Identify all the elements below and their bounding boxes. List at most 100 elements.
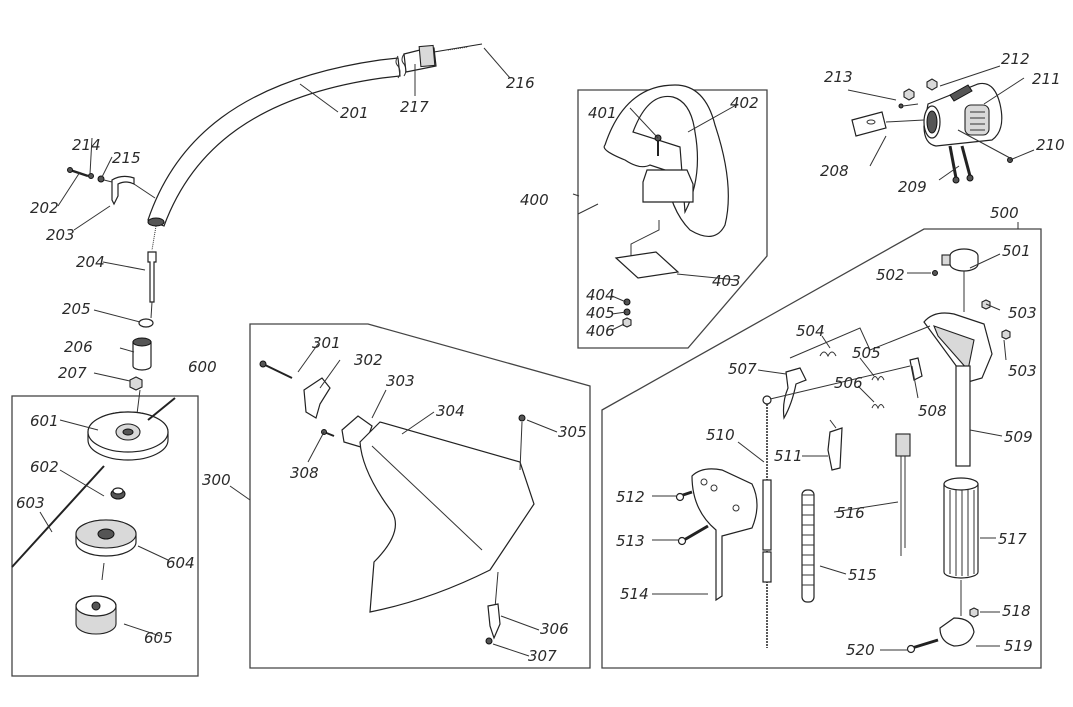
group-300-frame bbox=[249, 323, 591, 669]
label-510: 510 bbox=[706, 426, 735, 444]
label-506: 506 bbox=[834, 374, 863, 392]
part-517-grip bbox=[943, 483, 979, 579]
label-215: 215 bbox=[112, 149, 141, 167]
part-404-washer bbox=[623, 298, 631, 306]
part-504-spring bbox=[819, 351, 837, 358]
label-519: 519 bbox=[1004, 637, 1033, 655]
label-505: 505 bbox=[852, 344, 881, 362]
part-514-handle-plate bbox=[691, 468, 758, 602]
label-305: 305 bbox=[558, 423, 587, 441]
label-514: 514 bbox=[620, 585, 649, 603]
gear-head-group bbox=[851, 78, 1013, 184]
label-512: 512 bbox=[616, 488, 645, 506]
part-213-nut bbox=[903, 88, 915, 101]
label-511: 511 bbox=[774, 447, 803, 465]
label-205: 205 bbox=[62, 300, 91, 318]
part-515-spring-tube bbox=[801, 489, 815, 603]
label-207: 207 bbox=[58, 364, 87, 382]
part-205-washer bbox=[138, 318, 154, 328]
label-400: 400 bbox=[520, 191, 549, 209]
label-402: 402 bbox=[730, 94, 759, 112]
part-502-screw bbox=[932, 270, 938, 276]
label-504: 504 bbox=[796, 322, 825, 340]
label-518: 518 bbox=[1002, 602, 1031, 620]
part-labels: 201 217 216 214 215 202 203 204 205 206 … bbox=[16, 50, 1065, 665]
group-600-frame bbox=[11, 395, 199, 677]
part-518-nut bbox=[969, 607, 979, 618]
label-404: 404 bbox=[586, 286, 615, 304]
label-306: 306 bbox=[540, 620, 569, 638]
part-206-bushing bbox=[132, 341, 152, 371]
guard-group bbox=[249, 323, 591, 669]
label-509: 509 bbox=[1004, 428, 1033, 446]
label-405: 405 bbox=[586, 304, 615, 322]
label-204: 204 bbox=[76, 253, 105, 271]
label-308: 308 bbox=[290, 464, 319, 482]
label-301: 301 bbox=[312, 334, 341, 352]
label-304: 304 bbox=[436, 402, 465, 420]
part-406-nut bbox=[622, 317, 632, 328]
part-203-clamp bbox=[111, 175, 135, 206]
label-516: 516 bbox=[836, 504, 865, 522]
part-505-spring bbox=[871, 376, 885, 382]
part-501-clamp bbox=[949, 248, 979, 272]
trimmer-head-group bbox=[11, 389, 199, 677]
label-216: 216 bbox=[506, 74, 535, 92]
label-214: 214 bbox=[72, 136, 101, 154]
label-213: 213 bbox=[824, 68, 853, 86]
group-400-frame bbox=[577, 89, 768, 349]
label-300: 300 bbox=[202, 471, 231, 489]
part-509-tube bbox=[955, 365, 971, 467]
shaft-group bbox=[67, 43, 483, 391]
part-212-nut bbox=[926, 78, 938, 91]
label-212: 212 bbox=[1001, 50, 1030, 68]
part-209-bolt bbox=[948, 145, 958, 179]
part-305-screw bbox=[519, 421, 523, 471]
part-402-loop-handle bbox=[603, 84, 729, 237]
label-401: 401 bbox=[588, 104, 617, 122]
label-520: 520 bbox=[846, 641, 875, 659]
part-306-plate bbox=[487, 603, 501, 640]
part-214-washer bbox=[88, 173, 94, 179]
label-517: 517 bbox=[998, 530, 1027, 548]
throttle-handle-group bbox=[601, 228, 1042, 669]
label-206: 206 bbox=[64, 338, 93, 356]
part-302-bracket bbox=[303, 377, 331, 419]
label-201: 201 bbox=[340, 104, 369, 122]
label-217: 217 bbox=[400, 98, 429, 116]
label-211: 211 bbox=[1032, 70, 1061, 88]
label-603: 603 bbox=[16, 494, 45, 512]
label-507: 507 bbox=[728, 360, 757, 378]
label-403: 403 bbox=[712, 272, 741, 290]
label-209: 209 bbox=[898, 178, 927, 196]
label-602: 602 bbox=[30, 458, 59, 476]
label-202: 202 bbox=[30, 199, 59, 217]
label-307: 307 bbox=[528, 647, 557, 665]
label-502: 502 bbox=[876, 266, 905, 284]
part-600-leader bbox=[147, 397, 176, 421]
label-600: 600 bbox=[188, 358, 217, 376]
group-500-frame bbox=[601, 228, 1042, 669]
label-503-b: 503 bbox=[1008, 362, 1037, 380]
label-605: 605 bbox=[144, 629, 173, 647]
label-500: 500 bbox=[990, 204, 1019, 222]
part-204-spindle bbox=[147, 251, 157, 303]
part-207-nut bbox=[129, 376, 143, 391]
leader-lines bbox=[39, 47, 1035, 657]
loop-handle-group bbox=[577, 84, 768, 349]
part-519-clamp bbox=[939, 617, 975, 647]
label-513: 513 bbox=[616, 532, 645, 550]
part-511-lockout-lever bbox=[827, 427, 843, 471]
label-303: 303 bbox=[386, 372, 415, 390]
label-208: 208 bbox=[820, 162, 849, 180]
part-307-nut bbox=[485, 637, 493, 645]
part-215-washer bbox=[97, 175, 105, 183]
label-302: 302 bbox=[354, 351, 383, 369]
part-201-shaft-tube bbox=[147, 57, 401, 227]
part-403-clamp bbox=[614, 251, 680, 279]
part-516-switch bbox=[895, 433, 911, 457]
label-508: 508 bbox=[918, 402, 947, 420]
part-513-screw bbox=[683, 524, 709, 542]
label-601: 601 bbox=[30, 412, 59, 430]
